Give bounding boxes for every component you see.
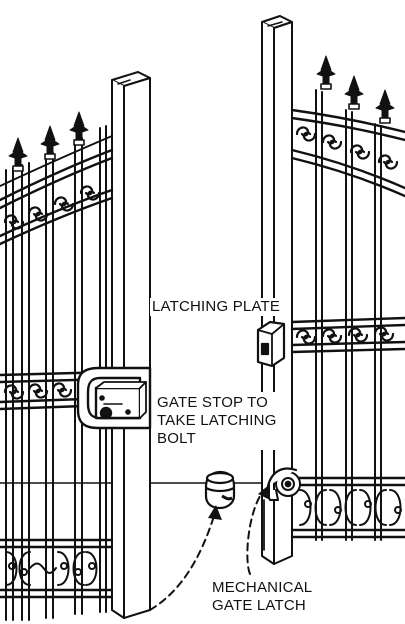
arrowheads <box>208 484 270 520</box>
left-top-rails <box>0 148 114 246</box>
gate-stop-label: GATE STOP TO TAKE LATCHING BOLT <box>155 392 279 450</box>
mechanical-latch-label: MECHANICAL GATE LATCH <box>210 579 315 615</box>
ground-latch-receiver <box>204 470 236 510</box>
latch-mechanism <box>263 467 301 551</box>
left-bottom-rails <box>0 538 114 599</box>
mechanical-latch-label-line-1: MECHANICAL <box>212 579 313 596</box>
right-bottom-rails <box>290 476 405 539</box>
right-top-rails <box>290 108 405 198</box>
gate-stop-label-line-1: GATE STOP TO <box>157 394 269 411</box>
left-finials <box>8 111 89 172</box>
left-gate-post <box>111 71 151 619</box>
left-bottom-scrolls <box>5 551 98 586</box>
right-gate <box>256 15 405 565</box>
left-gate <box>0 71 152 621</box>
gate-stop-bracket <box>76 366 152 430</box>
right-vertical-bars <box>315 89 382 541</box>
gate-stop-label-line-2: TAKE LATCHING <box>157 412 277 429</box>
latching-plate <box>256 320 286 368</box>
callout-arrows <box>149 489 265 611</box>
latching-plate-label-text: LATCHING PLATE <box>152 298 281 315</box>
latching-plate-label: LATCHING PLATE <box>150 298 283 316</box>
right-bottom-scrolls <box>299 489 402 526</box>
right-finials <box>316 55 395 124</box>
right-mid-rails <box>290 316 405 354</box>
mechanical-latch-label-line-2: GATE LATCH <box>212 597 306 614</box>
left-mid-scrolls <box>3 382 73 400</box>
gate-stop-label-line-3: BOLT <box>157 430 196 447</box>
